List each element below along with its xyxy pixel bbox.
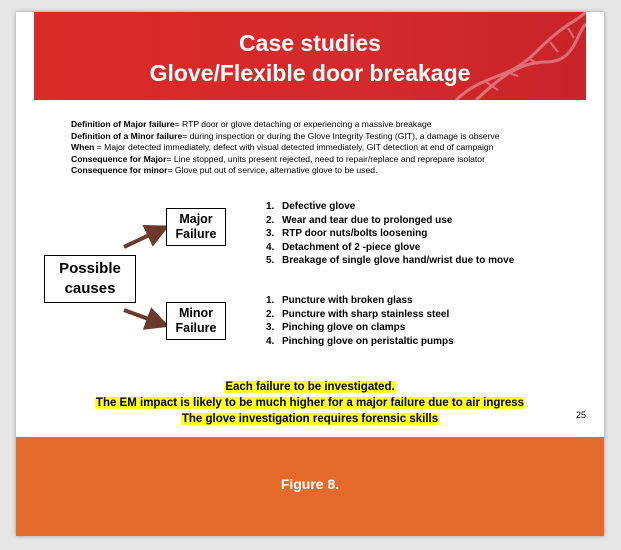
caption-bar: Figure 8. [16, 437, 604, 536]
definition-label: Consequence for minor [71, 165, 168, 176]
list-item: 4.Pinching glove on peristaltic pumps [266, 335, 454, 347]
major-failure-box: Major Failure [166, 208, 226, 246]
definition-text: = RTP door or glove detaching or experie… [174, 119, 432, 129]
arrow-to-minor [123, 307, 170, 330]
definition-label: Definition of a Minor failure [71, 130, 183, 141]
major-failure-line2: Failure [175, 227, 217, 241]
major-causes-list: 1.Defective glove 2.Wear and tear due to… [266, 200, 514, 268]
major-failure-line1: Major [179, 212, 213, 226]
highlighted-note: The glove investigation requires forensi… [180, 413, 440, 425]
definition-line: When = Major detected immediately, defec… [71, 142, 604, 154]
minor-causes-list: 1.Puncture with broken glass 2.Puncture … [266, 294, 454, 348]
figure-frame: Case studies Glove/Flexible door breakag… [16, 12, 604, 536]
arrow-to-major [123, 225, 170, 249]
list-item: 2.Wear and tear due to prolonged use [266, 214, 453, 226]
minor-failure-line1: Minor [178, 306, 214, 320]
list-item: 1.Puncture with broken glass [266, 295, 413, 306]
possible-causes-box: Possible causes [44, 255, 136, 303]
definition-text: = Line stopped, units present rejected, … [166, 153, 485, 164]
possible-causes-line2: causes [64, 280, 116, 297]
slide-title-line2: Glove/Flexible door breakage [149, 60, 471, 86]
definition-text: = Major detected immediately, defect wit… [94, 142, 494, 153]
minor-failure-box: Minor Failure [166, 302, 226, 340]
definition-text: = Glove put out of service, alternative … [167, 165, 378, 176]
possible-causes-line1: Possible [59, 260, 121, 277]
highlighted-note: Each failure to be investigated. [224, 381, 396, 393]
definition-line: Consequence for minor= Glove put out of … [71, 165, 604, 177]
slide-page-number: 25 [575, 410, 586, 420]
list-item: 4.Detachment of 2 -piece glove [266, 241, 421, 253]
list-item: 3.RTP door nuts/bolts loosening [266, 228, 428, 240]
list-item: 3.Pinching glove on clamps [266, 322, 406, 334]
definition-line: Consequence for Major= Line stopped, uni… [71, 154, 604, 166]
slide: Case studies Glove/Flexible door breakag… [16, 12, 604, 437]
definition-text: = during inspection or during the Glove … [182, 130, 500, 141]
list-item: 1.Defective glove [266, 201, 356, 212]
definition-label: Definition of Major failure [71, 119, 175, 129]
definitions-block: Definition of Major failure= RTP door or… [71, 119, 604, 177]
definition-line: Definition of Major failure= RTP door or… [71, 119, 604, 131]
definition-label: When [71, 142, 95, 153]
dna-helix-icon [454, 12, 586, 100]
slide-title-banner: Case studies Glove/Flexible door breakag… [34, 12, 586, 100]
definition-line: Definition of a Minor failure= during in… [71, 131, 604, 143]
highlighted-note: The EM impact is likely to be much highe… [94, 397, 526, 409]
list-item: 5.Breakage of single glove hand/wrist du… [266, 255, 515, 267]
figure-caption: Figure 8. [280, 476, 340, 492]
list-item: 2.Puncture with sharp stainless steel [266, 308, 450, 320]
slide-title-line1: Case studies [239, 30, 381, 56]
minor-failure-line2: Failure [175, 321, 217, 335]
definition-label: Consequence for Major [71, 153, 167, 164]
